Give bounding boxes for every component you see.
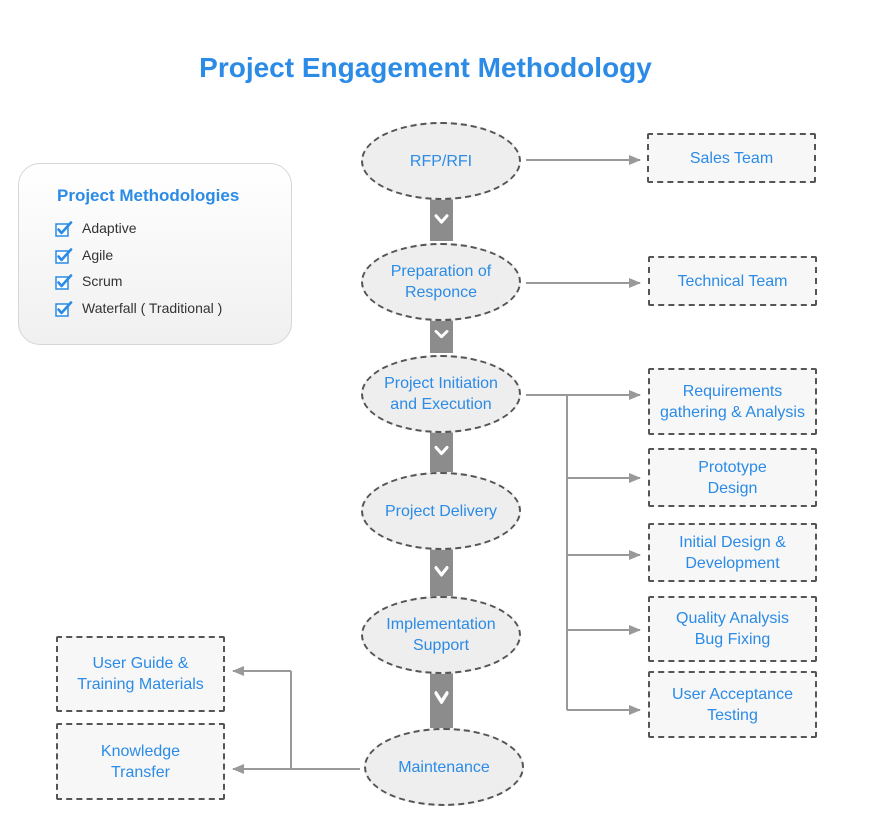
- panel-title: Project Methodologies: [57, 186, 240, 205]
- box-label: Quality Analysis: [676, 610, 789, 627]
- step-preparation: Preparation of Responce: [361, 243, 521, 321]
- step-label: Preparation of: [390, 263, 492, 280]
- step-label: RFP/RFI: [409, 152, 473, 170]
- box-label: User Acceptance: [672, 685, 793, 703]
- diagram-title: Project Engagement Methodology: [199, 52, 652, 83]
- methodologies-panel: Project Methodologies Adaptive Agile Scr…: [18, 163, 292, 345]
- box-sales-team: Sales Team: [647, 133, 816, 183]
- box-label: Initial Design &: [679, 533, 786, 551]
- step-label: Project Initiation: [384, 375, 498, 392]
- step-delivery: Project Delivery: [361, 472, 521, 550]
- box-user-guide: User Guide & Training Materials: [56, 636, 225, 712]
- box-label: Training Materials: [77, 676, 204, 693]
- box-label: Requirements: [682, 382, 783, 400]
- methodology-item: Agile: [55, 245, 113, 265]
- box-initial-design: Initial Design & Development: [648, 523, 817, 582]
- step-maintenance: Maintenance: [364, 728, 524, 806]
- checkbox-icon: [55, 300, 73, 317]
- box-label: Technical Team: [677, 272, 788, 290]
- box-label: Transfer: [111, 763, 170, 781]
- chevron-down-icon: [430, 199, 453, 241]
- step-label: Implementation: [386, 616, 496, 633]
- chevron-down-icon: [430, 549, 453, 596]
- box-label: Knowledge: [100, 742, 181, 760]
- methodology-item: Adaptive: [55, 218, 136, 238]
- chevron-down-icon: [430, 431, 453, 472]
- methodology-label: Scrum: [82, 273, 123, 289]
- box-label: Prototype: [698, 458, 767, 476]
- methodology-item: Scrum: [55, 271, 122, 291]
- step-label: Project Delivery: [384, 502, 498, 520]
- methodology-label: Waterfall ( Traditional ): [82, 300, 223, 316]
- step-label: Maintenance: [398, 758, 490, 776]
- box-label: User Guide &: [92, 655, 189, 672]
- checkbox-icon: [55, 220, 73, 237]
- step-initiation: Project Initiation and Execution: [361, 355, 521, 433]
- step-rfp-rfi: RFP/RFI: [361, 122, 521, 200]
- checkbox-icon: [55, 273, 73, 290]
- step-label: Support: [412, 637, 470, 654]
- box-requirements: Requirements gathering & Analysis: [648, 368, 817, 435]
- checkbox-icon: [55, 247, 73, 264]
- methodology-item: Waterfall ( Traditional ): [55, 298, 222, 318]
- box-label: Sales Team: [689, 149, 774, 167]
- chevron-down-icon: [430, 317, 453, 353]
- step-label: Responce: [404, 284, 478, 301]
- methodology-label: Adaptive: [82, 220, 137, 236]
- chevron-down-icon: [430, 670, 453, 728]
- box-label: Testing: [707, 706, 758, 724]
- box-label: Development: [685, 554, 780, 572]
- methodology-label: Agile: [82, 247, 114, 263]
- box-technical-team: Technical Team: [648, 256, 817, 306]
- box-label: Design: [707, 479, 758, 497]
- box-label: Bug Fixing: [694, 631, 771, 648]
- step-label: and Execution: [390, 396, 492, 413]
- box-label: gathering & Analysis: [660, 403, 805, 421]
